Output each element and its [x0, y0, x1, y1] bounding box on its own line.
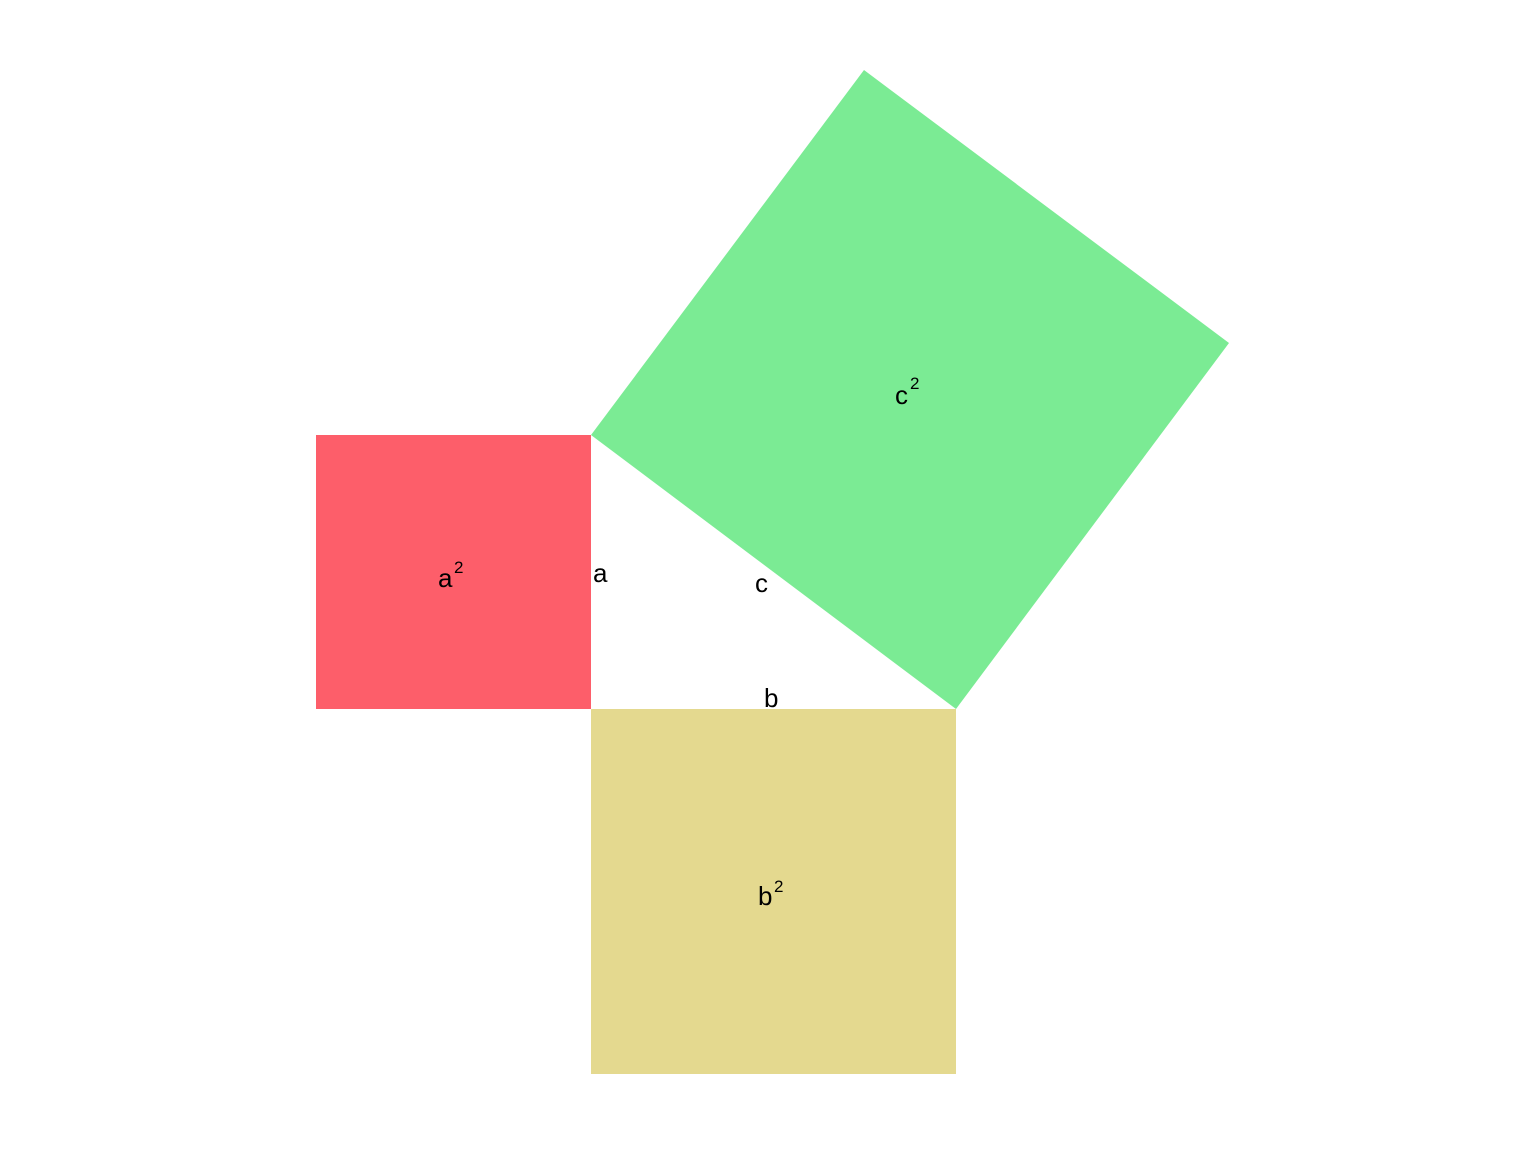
c-squared-exponent: 2	[910, 374, 919, 393]
b-squared-label: b 2	[758, 877, 783, 911]
b-squared-base: b	[758, 881, 772, 911]
c-squared-label: c 2	[895, 374, 919, 410]
a-squared-exponent: 2	[454, 558, 463, 577]
a-squared-label: a 2	[438, 558, 463, 593]
square-a-squared	[316, 435, 591, 709]
a-squared-base: a	[438, 563, 453, 593]
b-squared-exponent: 2	[774, 877, 783, 896]
side-b-label: b	[764, 683, 778, 713]
side-c-label: c	[755, 568, 768, 598]
side-a-label: a	[593, 558, 608, 588]
square-c-squared	[591, 70, 1229, 709]
square-b-squared	[591, 709, 956, 1074]
c-squared-base: c	[895, 380, 908, 410]
